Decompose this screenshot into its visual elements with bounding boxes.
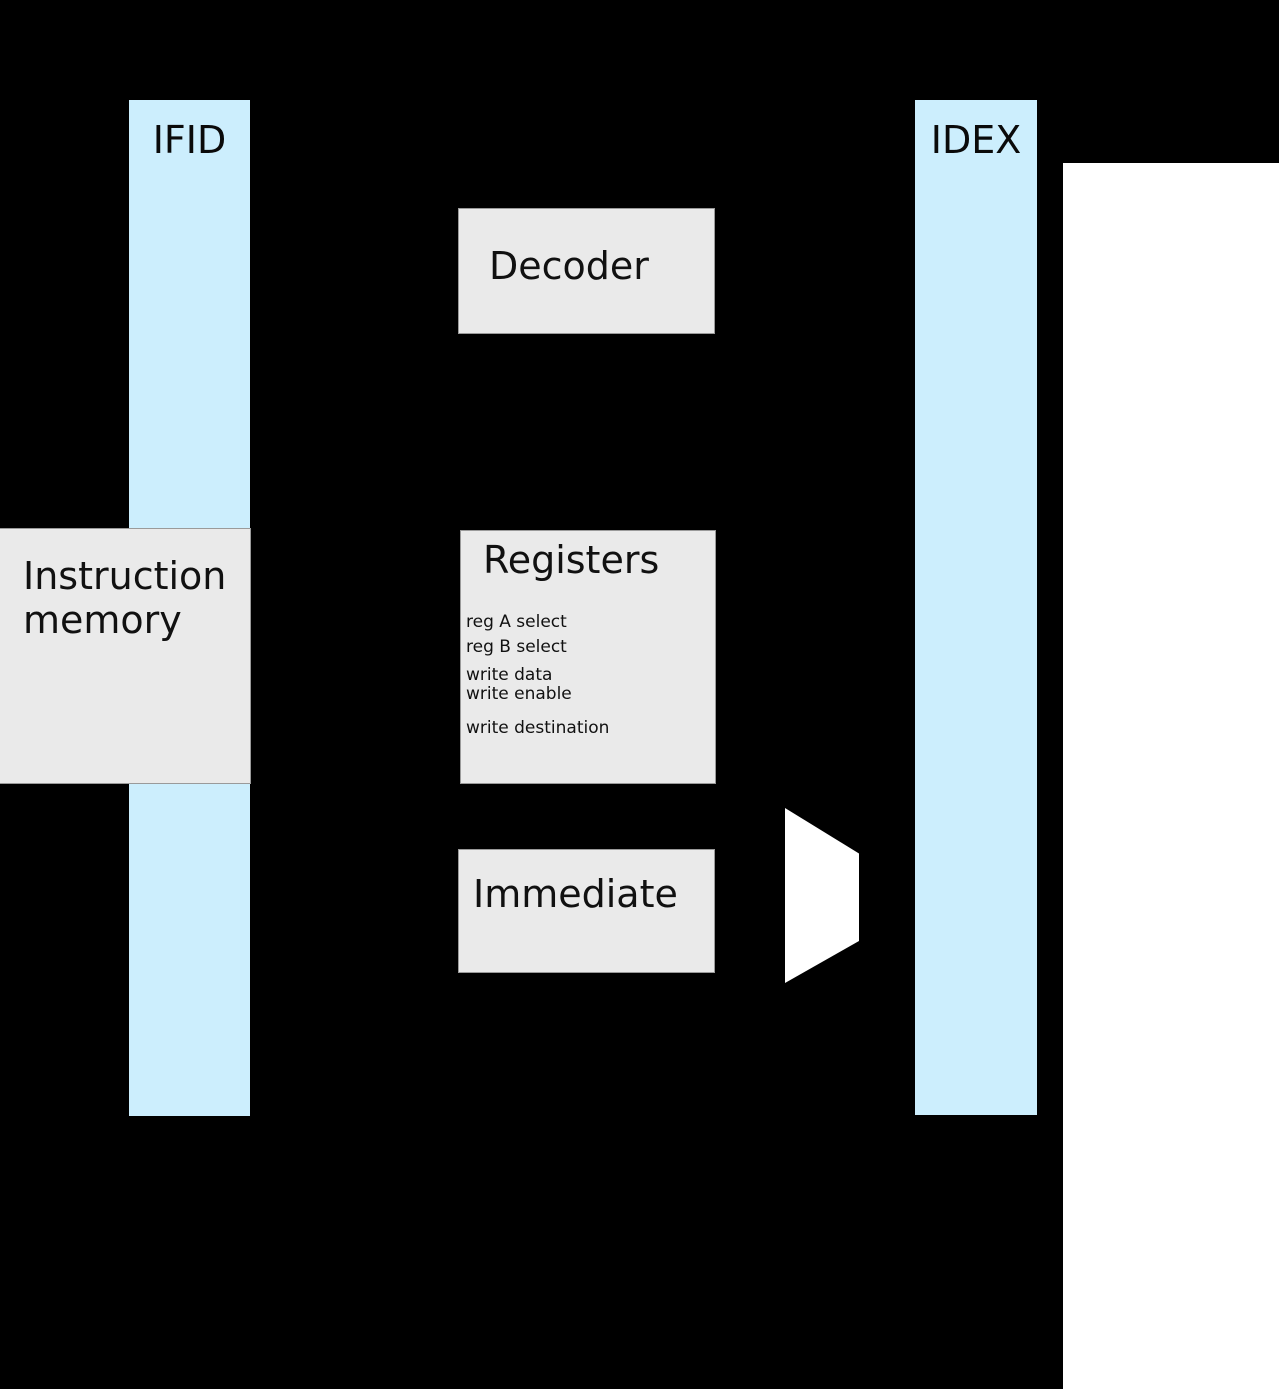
unit-immediate-label: Immediate xyxy=(473,872,678,916)
register-port-reg-b-select: reg B select xyxy=(466,637,567,657)
unit-instruction-memory[interactable]: Instruction memory xyxy=(0,528,251,784)
unit-decoder[interactable]: Decoder xyxy=(458,208,715,334)
register-port-write-data: write data xyxy=(466,665,553,685)
unit-registers[interactable]: Registers reg A select reg B select writ… xyxy=(460,530,716,784)
pipeline-register-ifid-label: IFID xyxy=(152,118,227,162)
pipeline-register-idex-label: IDEX xyxy=(930,118,1022,162)
register-port-write-destination: write destination xyxy=(466,718,610,738)
unit-immediate[interactable]: Immediate xyxy=(458,849,715,973)
unit-decoder-label: Decoder xyxy=(489,244,649,288)
unit-registers-label: Registers xyxy=(483,538,660,582)
unit-instruction-memory-label: Instruction memory xyxy=(23,554,227,642)
register-port-reg-a-select: reg A select xyxy=(466,612,567,632)
register-port-write-enable: write enable xyxy=(466,684,572,704)
pipeline-register-idex[interactable]: IDEX xyxy=(914,99,1038,1116)
